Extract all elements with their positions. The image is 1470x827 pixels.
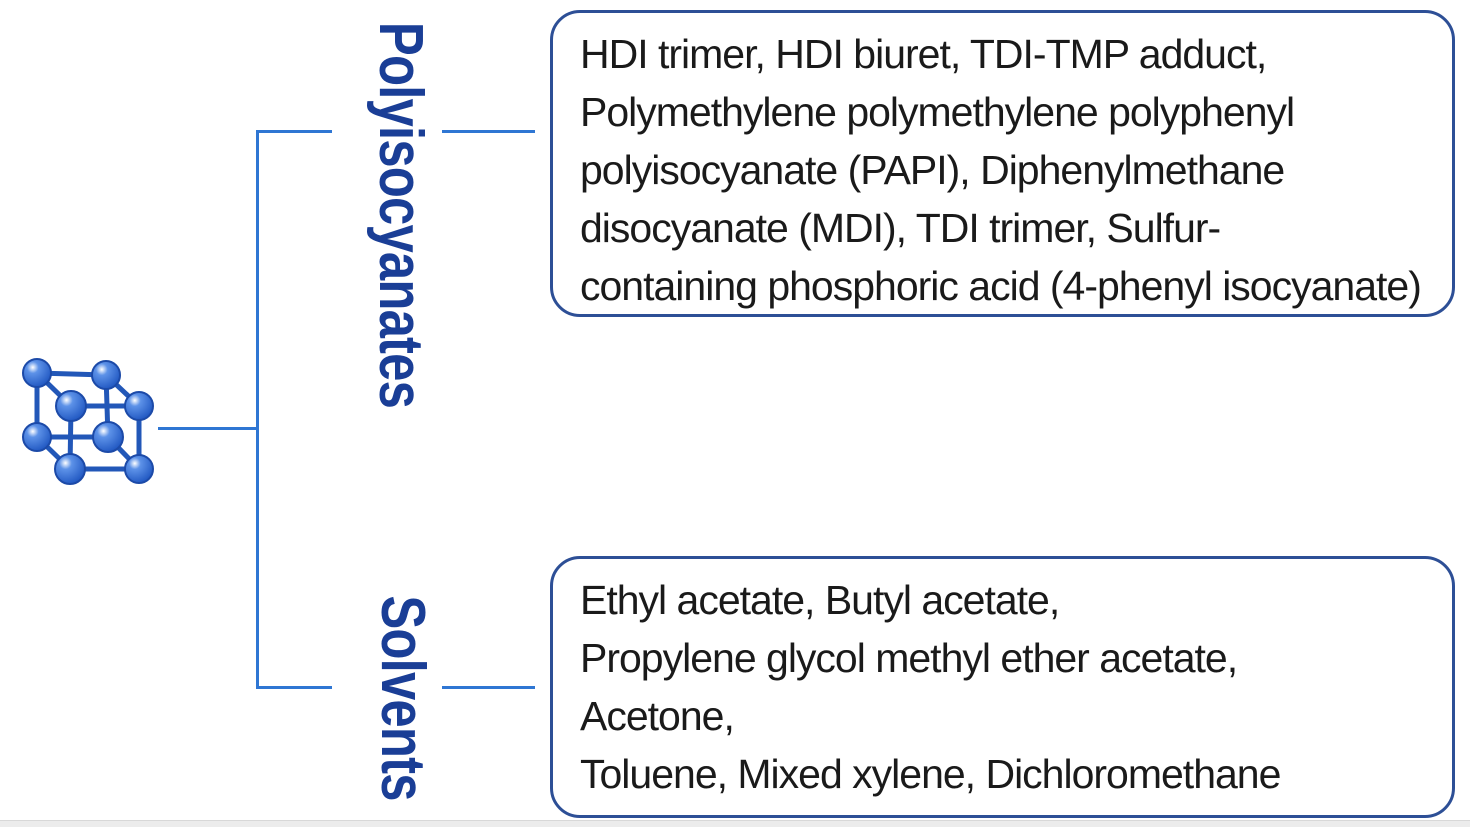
screenshot-bottom-strip bbox=[0, 820, 1470, 827]
branch-label-polyisocyanates: Polyisocyanates bbox=[366, 21, 436, 409]
cube-edges bbox=[34, 370, 142, 472]
polyisocyanates-list: HDI trimer, HDI biuret, TDI-TMP adduct, … bbox=[580, 31, 1422, 309]
bottom-branch-line-left bbox=[256, 686, 332, 689]
cube-atoms bbox=[22, 358, 154, 485]
branch-label-solvents: Solvents bbox=[368, 595, 438, 801]
trunk-line bbox=[256, 130, 259, 689]
top-branch-line-left bbox=[256, 130, 332, 133]
solvents-list: Ethyl acetate, Butyl acetate, Propylene … bbox=[580, 577, 1281, 797]
top-branch-line-right bbox=[442, 130, 535, 133]
root-connector-line bbox=[158, 427, 258, 430]
molecule-cube-icon bbox=[22, 358, 154, 485]
polyisocyanates-box: HDI trimer, HDI biuret, TDI-TMP adduct, … bbox=[550, 10, 1455, 317]
bottom-branch-line-right bbox=[442, 686, 535, 689]
solvents-box: Ethyl acetate, Butyl acetate, Propylene … bbox=[550, 556, 1455, 818]
